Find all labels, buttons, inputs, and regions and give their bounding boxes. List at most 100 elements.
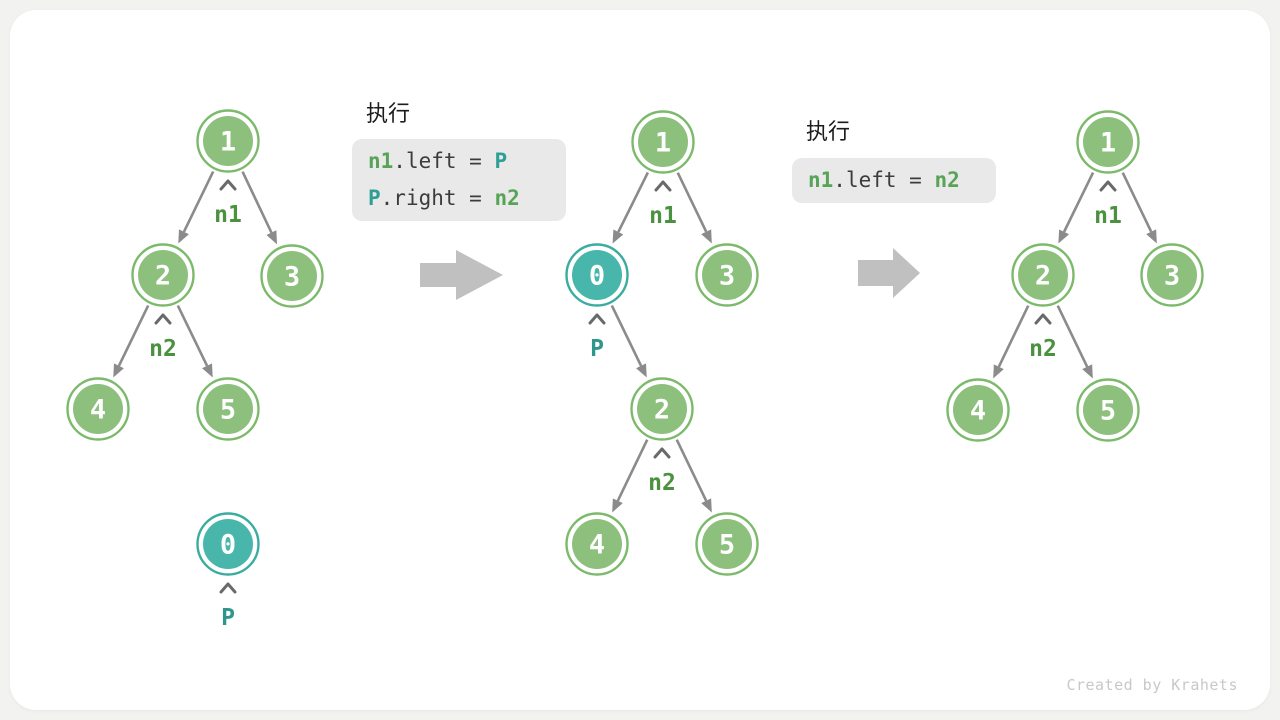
node-outer-ring — [260, 244, 324, 308]
node-disc — [572, 519, 622, 569]
tree-node-2: 2 — [630, 377, 694, 441]
code-block-2: n1.left = n2 — [792, 158, 996, 203]
node-value: 2 — [1035, 261, 1051, 292]
tree-node-4: 4 — [66, 377, 130, 441]
tree-node-1: 1 — [1076, 110, 1140, 174]
node-disc — [953, 385, 1003, 435]
node-value: 0 — [589, 261, 605, 292]
pointer-caret-icon — [588, 313, 606, 325]
code-token-plain: .left = — [393, 149, 495, 173]
node-value: 4 — [970, 396, 986, 427]
node-outer-ring — [66, 377, 130, 441]
node-outer-ring — [131, 243, 195, 307]
credit-text: Created by Krahets — [1066, 676, 1238, 694]
node-value: 5 — [1100, 396, 1116, 427]
tree-node-5: 5 — [1076, 378, 1140, 442]
node-disc — [267, 251, 317, 301]
tree-node-0: 0 — [565, 243, 629, 307]
tree-edge — [176, 305, 209, 367]
node-value: 3 — [719, 261, 735, 292]
edge-arrowhead-icon — [178, 229, 189, 244]
tree-node-3: 3 — [695, 243, 759, 307]
edge-arrowhead-icon — [266, 230, 278, 245]
edge-arrowhead-icon — [202, 363, 213, 378]
node-disc — [1083, 117, 1133, 167]
transition-arrow-icon — [858, 248, 920, 298]
code-token-plain: .right = — [380, 186, 495, 210]
code-line: n1.left = P — [368, 143, 550, 180]
node-disc — [1018, 250, 1068, 300]
code-token-green: n2 — [934, 168, 960, 192]
pointer-label-n2: n2 — [648, 470, 676, 496]
tree-edge — [617, 171, 650, 233]
node-outer-ring — [631, 110, 695, 174]
node-outer-ring — [946, 378, 1010, 442]
node-disc — [203, 116, 253, 166]
tree-node-5: 5 — [695, 512, 759, 576]
code-token-green: n1 — [808, 168, 834, 192]
node-disc — [637, 384, 687, 434]
pointer-label-n1: n1 — [649, 203, 677, 229]
tree-node-0: 0 — [196, 512, 260, 576]
pointer-label-n1: n1 — [1094, 203, 1122, 229]
code-token-green: n2 — [494, 186, 520, 210]
pointer-label-P: P — [221, 605, 235, 631]
node-value: 2 — [654, 395, 670, 426]
pointer-caret-icon — [219, 179, 237, 191]
node-value: 3 — [284, 262, 300, 293]
node-disc — [203, 384, 253, 434]
tree-edge — [1121, 172, 1153, 233]
exec-label-1: 执行 — [366, 102, 411, 127]
pointer-label-n2: n2 — [1029, 336, 1057, 362]
tree-edge — [117, 305, 150, 367]
pointer-label-P: P — [590, 336, 604, 362]
pointer-caret-icon — [653, 447, 671, 459]
pointer-caret-icon — [154, 313, 172, 325]
node-outer-ring — [695, 243, 759, 307]
node-outer-ring — [565, 512, 629, 576]
transition-arrow-icon — [420, 250, 503, 300]
node-disc — [1147, 250, 1197, 300]
node-value: 3 — [1164, 261, 1180, 292]
tree-node-1: 1 — [196, 109, 260, 173]
tree-edge — [1056, 305, 1089, 368]
node-disc — [1083, 385, 1133, 435]
tree-edge — [675, 439, 708, 502]
tree-edge — [610, 305, 643, 367]
tree-node-2: 2 — [131, 243, 195, 307]
node-outer-ring — [695, 512, 759, 576]
node-disc — [638, 117, 688, 167]
node-value: 5 — [719, 530, 735, 561]
node-outer-ring — [196, 109, 260, 173]
tree-node-4: 4 — [565, 512, 629, 576]
tree-node-4: 4 — [946, 378, 1010, 442]
edge-arrowhead-icon — [636, 363, 647, 378]
edge-arrowhead-icon — [612, 498, 623, 513]
node-outer-ring — [1076, 378, 1140, 442]
pointer-label-n2: n2 — [149, 336, 177, 362]
node-outer-ring — [196, 377, 260, 441]
node-value: 2 — [155, 261, 171, 292]
code-line: n1.left = n2 — [808, 162, 980, 199]
tree-node-3: 3 — [260, 244, 324, 308]
code-block-1: n1.left = P P.right = n2 — [352, 139, 566, 221]
tree-edge — [1062, 171, 1095, 233]
edge-arrowhead-icon — [701, 498, 712, 513]
tree-edge — [997, 305, 1030, 368]
edge-arrowhead-icon — [1146, 229, 1157, 244]
tree-node-3: 3 — [1140, 243, 1204, 307]
pointer-caret-icon — [1034, 313, 1052, 325]
edge-arrowhead-icon — [993, 364, 1004, 379]
node-value: 1 — [220, 127, 236, 158]
code-token-teal: P — [368, 186, 381, 210]
tree-node-2: 2 — [1011, 243, 1075, 307]
pointer-caret-icon — [654, 180, 672, 192]
tree-after-remove-p: 1 2 3 4 5 n1 n2 — [946, 110, 1204, 442]
node-disc — [702, 250, 752, 300]
tree-edge — [241, 171, 273, 234]
node-value: 1 — [655, 128, 671, 159]
edge-arrowhead-icon — [612, 229, 624, 244]
